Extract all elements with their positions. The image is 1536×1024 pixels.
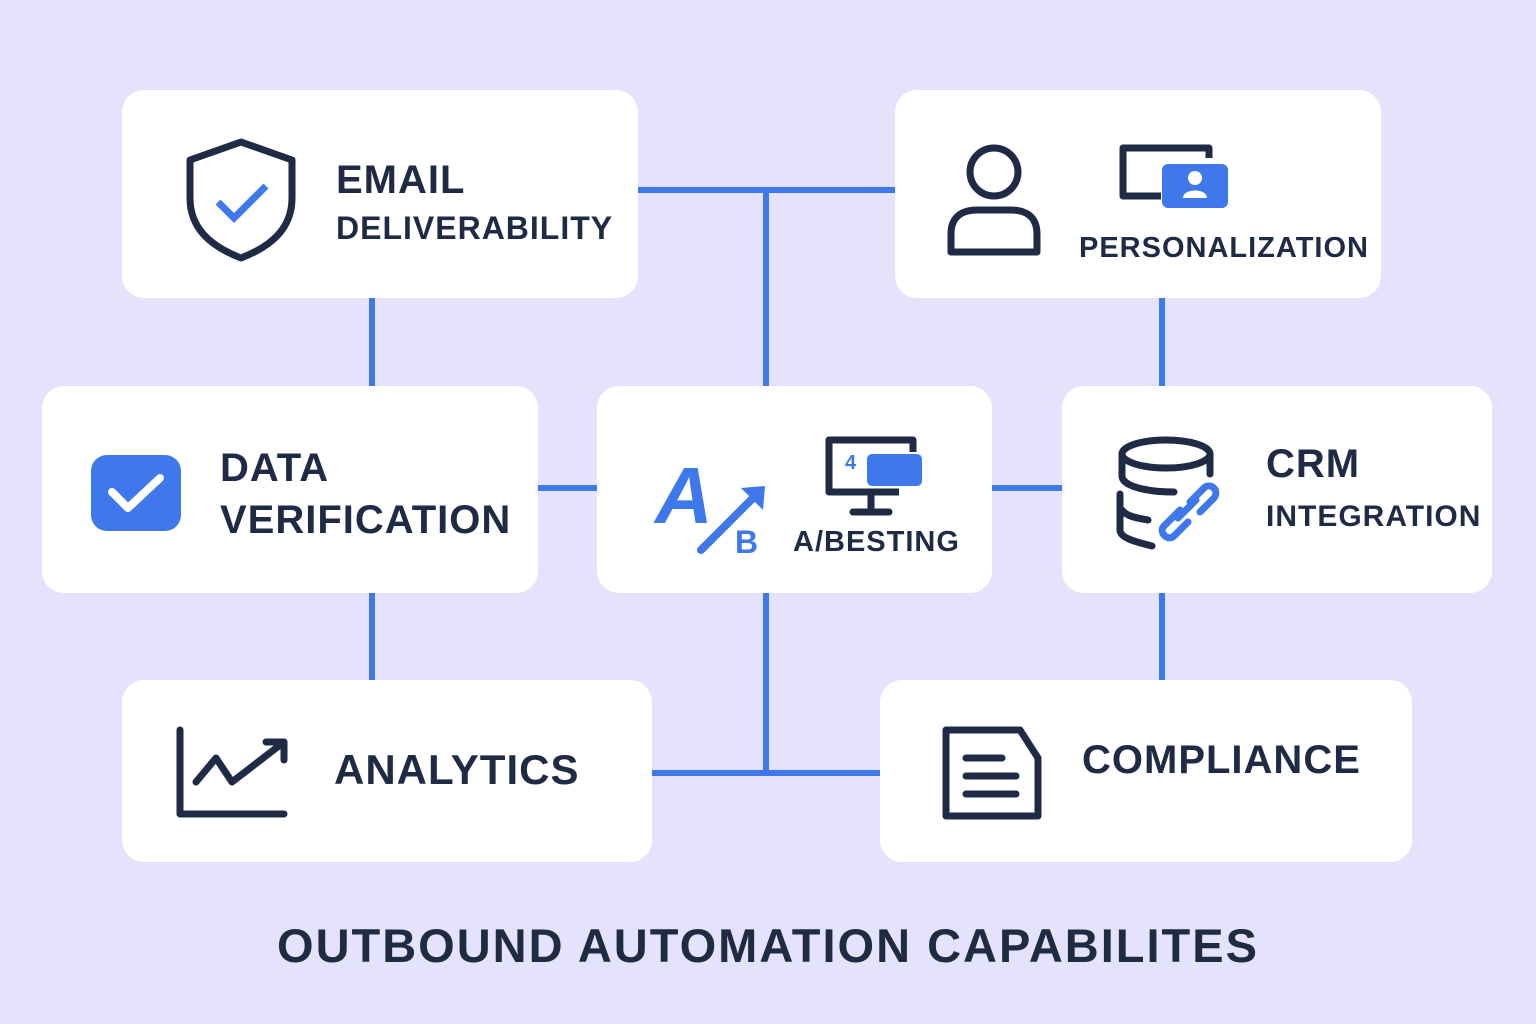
- node-personalization[interactable]: PERSONALIZATION: [895, 90, 1381, 298]
- connector-data-ab: [538, 485, 598, 491]
- personalization-label: PERSONALIZATION: [1079, 232, 1369, 264]
- ab-letter-b: B: [735, 524, 759, 560]
- checkbox-icon: [91, 455, 181, 531]
- compliance-label: COMPLIANCE: [1082, 738, 1361, 782]
- ab-testing-label: A/BESTING: [793, 526, 960, 558]
- profile-card-icon: [1119, 144, 1228, 208]
- shield-check-icon: [186, 138, 296, 262]
- node-email-deliverability[interactable]: EMAIL DELIVERABILITY: [122, 90, 638, 298]
- connector-email-data: [369, 298, 375, 386]
- crm-label-line1: CRM: [1266, 442, 1361, 486]
- email-label-line2: DELIVERABILITY: [336, 210, 614, 246]
- ab-arrow-icon: A B: [655, 450, 775, 560]
- analytics-label: ANALYTICS: [334, 746, 580, 793]
- node-ab-testing[interactable]: A B 4 A/BESTING: [597, 386, 992, 593]
- monitor-digit: 4: [845, 452, 857, 474]
- diagram-title: OUTBOUND AUTOMATION CAPABILITES: [277, 919, 1259, 972]
- ab-letter-a: A: [655, 451, 713, 540]
- node-analytics[interactable]: ANALYTICS: [122, 680, 652, 862]
- crm-label-line2: INTEGRATION: [1266, 500, 1482, 533]
- connector-top-to-ab: [763, 187, 769, 387]
- connector-data-analytics: [369, 593, 375, 680]
- monitor-icon: 4: [823, 434, 923, 518]
- connector-ab-bottom: [763, 593, 769, 773]
- document-icon: [942, 726, 1042, 820]
- database-link-icon: [1116, 436, 1220, 550]
- connector-ab-crm: [992, 485, 1064, 491]
- node-data-verification[interactable]: DATA VERIFICATION: [42, 386, 538, 593]
- line-chart-icon: [176, 726, 288, 818]
- connector-analytics-compliance: [652, 770, 881, 776]
- data-label-line1: DATA: [220, 446, 330, 490]
- node-crm-integration[interactable]: CRM INTEGRATION: [1062, 386, 1492, 593]
- user-icon: [947, 144, 1041, 256]
- connector-crm-compliance: [1159, 593, 1165, 680]
- email-label-line1: EMAIL: [336, 158, 466, 202]
- data-label-line2: VERIFICATION: [220, 498, 512, 542]
- connector-personalization-crm: [1159, 298, 1165, 386]
- node-compliance[interactable]: COMPLIANCE: [880, 680, 1412, 862]
